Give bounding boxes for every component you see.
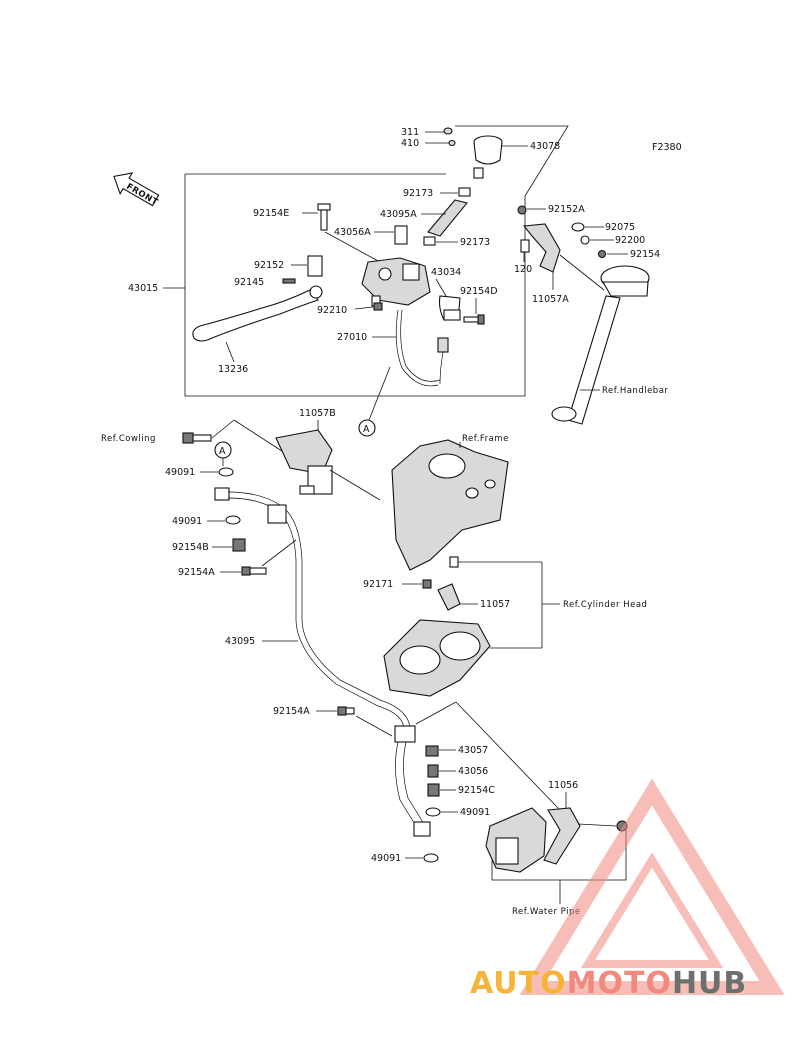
washer-49091-d [423, 853, 439, 863]
bolt-92210 [373, 302, 383, 311]
clamp-92173-lower [423, 236, 436, 246]
label-43034: 43034 [431, 267, 461, 278]
label-11057: 11057 [480, 599, 510, 610]
label-43078: 43078 [530, 141, 560, 152]
ref-cylinder-head: Ref.Cylinder Head [563, 600, 647, 610]
bolt-92154C [427, 783, 440, 797]
ref-cowling: Ref.Cowling [101, 434, 156, 444]
label-92152A: 92152A [548, 204, 585, 215]
bolt-92154B [232, 538, 246, 552]
label-92075: 92075 [605, 222, 635, 233]
lever-pivot [309, 285, 323, 299]
bolt-92154D [463, 314, 485, 325]
bracket-11056 [543, 807, 581, 865]
watermark-part-auto: AUTO [470, 966, 567, 1001]
label-120: 120 [514, 264, 532, 275]
handlebar [551, 265, 650, 425]
label-92154D: 92154D [460, 286, 498, 297]
label-92173-b: 92173 [460, 237, 490, 248]
washer-49091-a [218, 467, 234, 477]
ref-handlebar: Ref.Handlebar [602, 386, 668, 396]
label-43057: 43057 [458, 745, 488, 756]
label-11057A: 11057A [532, 294, 569, 305]
bolt-92154 [597, 249, 607, 259]
water-pipe-frame [491, 830, 627, 881]
callout-A-upper [358, 419, 376, 437]
washer-49091-c [425, 807, 441, 817]
switch-wire-27010 [395, 309, 439, 387]
watermark-text: AUTOMOTOHUB [470, 966, 747, 1001]
label-92152: 92152 [254, 260, 284, 271]
label-43056: 43056 [458, 766, 488, 777]
hose-43095 [214, 487, 431, 837]
label-11057B: 11057B [299, 408, 336, 419]
spring-92145 [282, 278, 296, 284]
bolt-92154A [241, 566, 267, 576]
reservoir-43078 [443, 127, 503, 179]
watermark-part-moto: MOTO [566, 966, 672, 1001]
clamp-43034 [438, 295, 461, 321]
label-92200: 92200 [615, 235, 645, 246]
washer-49091-b [225, 515, 241, 525]
label-49091-c: 49091 [460, 807, 490, 818]
label-13236: 13236 [218, 364, 248, 375]
ref-frame: Ref.Frame [462, 434, 509, 444]
label-92145: 92145 [234, 277, 264, 288]
label-92154E: 92154E [253, 208, 289, 219]
label-92171: 92171 [363, 579, 393, 590]
cowling-bolt [182, 432, 212, 444]
label-43095: 43095 [225, 636, 255, 647]
label-92210: 92210 [317, 305, 347, 316]
label-11056: 11056 [548, 780, 578, 791]
bracket-11057B [275, 429, 333, 495]
bracket-11057A [520, 223, 561, 273]
label-27010: 27010 [337, 332, 367, 343]
lever-13236 [192, 289, 319, 342]
label-92154B: 92154B [172, 542, 209, 553]
bolt-92154E [317, 203, 331, 231]
callout-A-upper-text: A [363, 424, 370, 435]
slave-cylinder [485, 807, 547, 873]
collar-92152 [307, 255, 323, 277]
master-cylinder-body [361, 257, 431, 307]
washer-92075 [571, 222, 585, 232]
diagram-code: F2380 [652, 142, 682, 153]
label-92154: 92154 [630, 249, 660, 260]
label-311: 311 [401, 127, 419, 138]
hose-43095A [427, 199, 468, 237]
label-43015: 43015 [128, 283, 158, 294]
label-43095A: 43095A [380, 209, 417, 220]
switch-27010 [437, 337, 449, 353]
callout-A-lower-text: A [219, 446, 226, 457]
watermark-logo-icon [519, 778, 785, 995]
label-49091-a: 49091 [165, 467, 195, 478]
label-49091-d: 49091 [371, 853, 401, 864]
label-92154A-lower: 92154A [273, 706, 310, 717]
adjuster-43056A [394, 225, 408, 245]
bolt-92171 [422, 579, 432, 589]
frame [391, 439, 509, 571]
ref-water-pipe: Ref.Water Pipe [512, 907, 581, 917]
washer-92200 [580, 235, 590, 245]
fitting-43057 [425, 745, 439, 757]
fitting-43056 [427, 764, 439, 778]
bolt-92152A [517, 205, 527, 215]
label-49091-b: 49091 [172, 516, 202, 527]
label-92154C: 92154C [458, 785, 495, 796]
bracket-11057 [437, 556, 461, 611]
front-arrow-icon: FRONT [113, 172, 160, 208]
label-43056A: 43056A [334, 227, 371, 238]
assembly-frame [184, 125, 569, 397]
label-410: 410 [401, 138, 419, 149]
clamp-92173-upper [458, 187, 471, 197]
label-92173-a: 92173 [403, 188, 433, 199]
cylinder-head [383, 619, 491, 697]
watermark-part-hub: HUB [671, 966, 748, 1001]
label-92154A: 92154A [178, 567, 215, 578]
bolt-92154A-lower [337, 706, 355, 716]
